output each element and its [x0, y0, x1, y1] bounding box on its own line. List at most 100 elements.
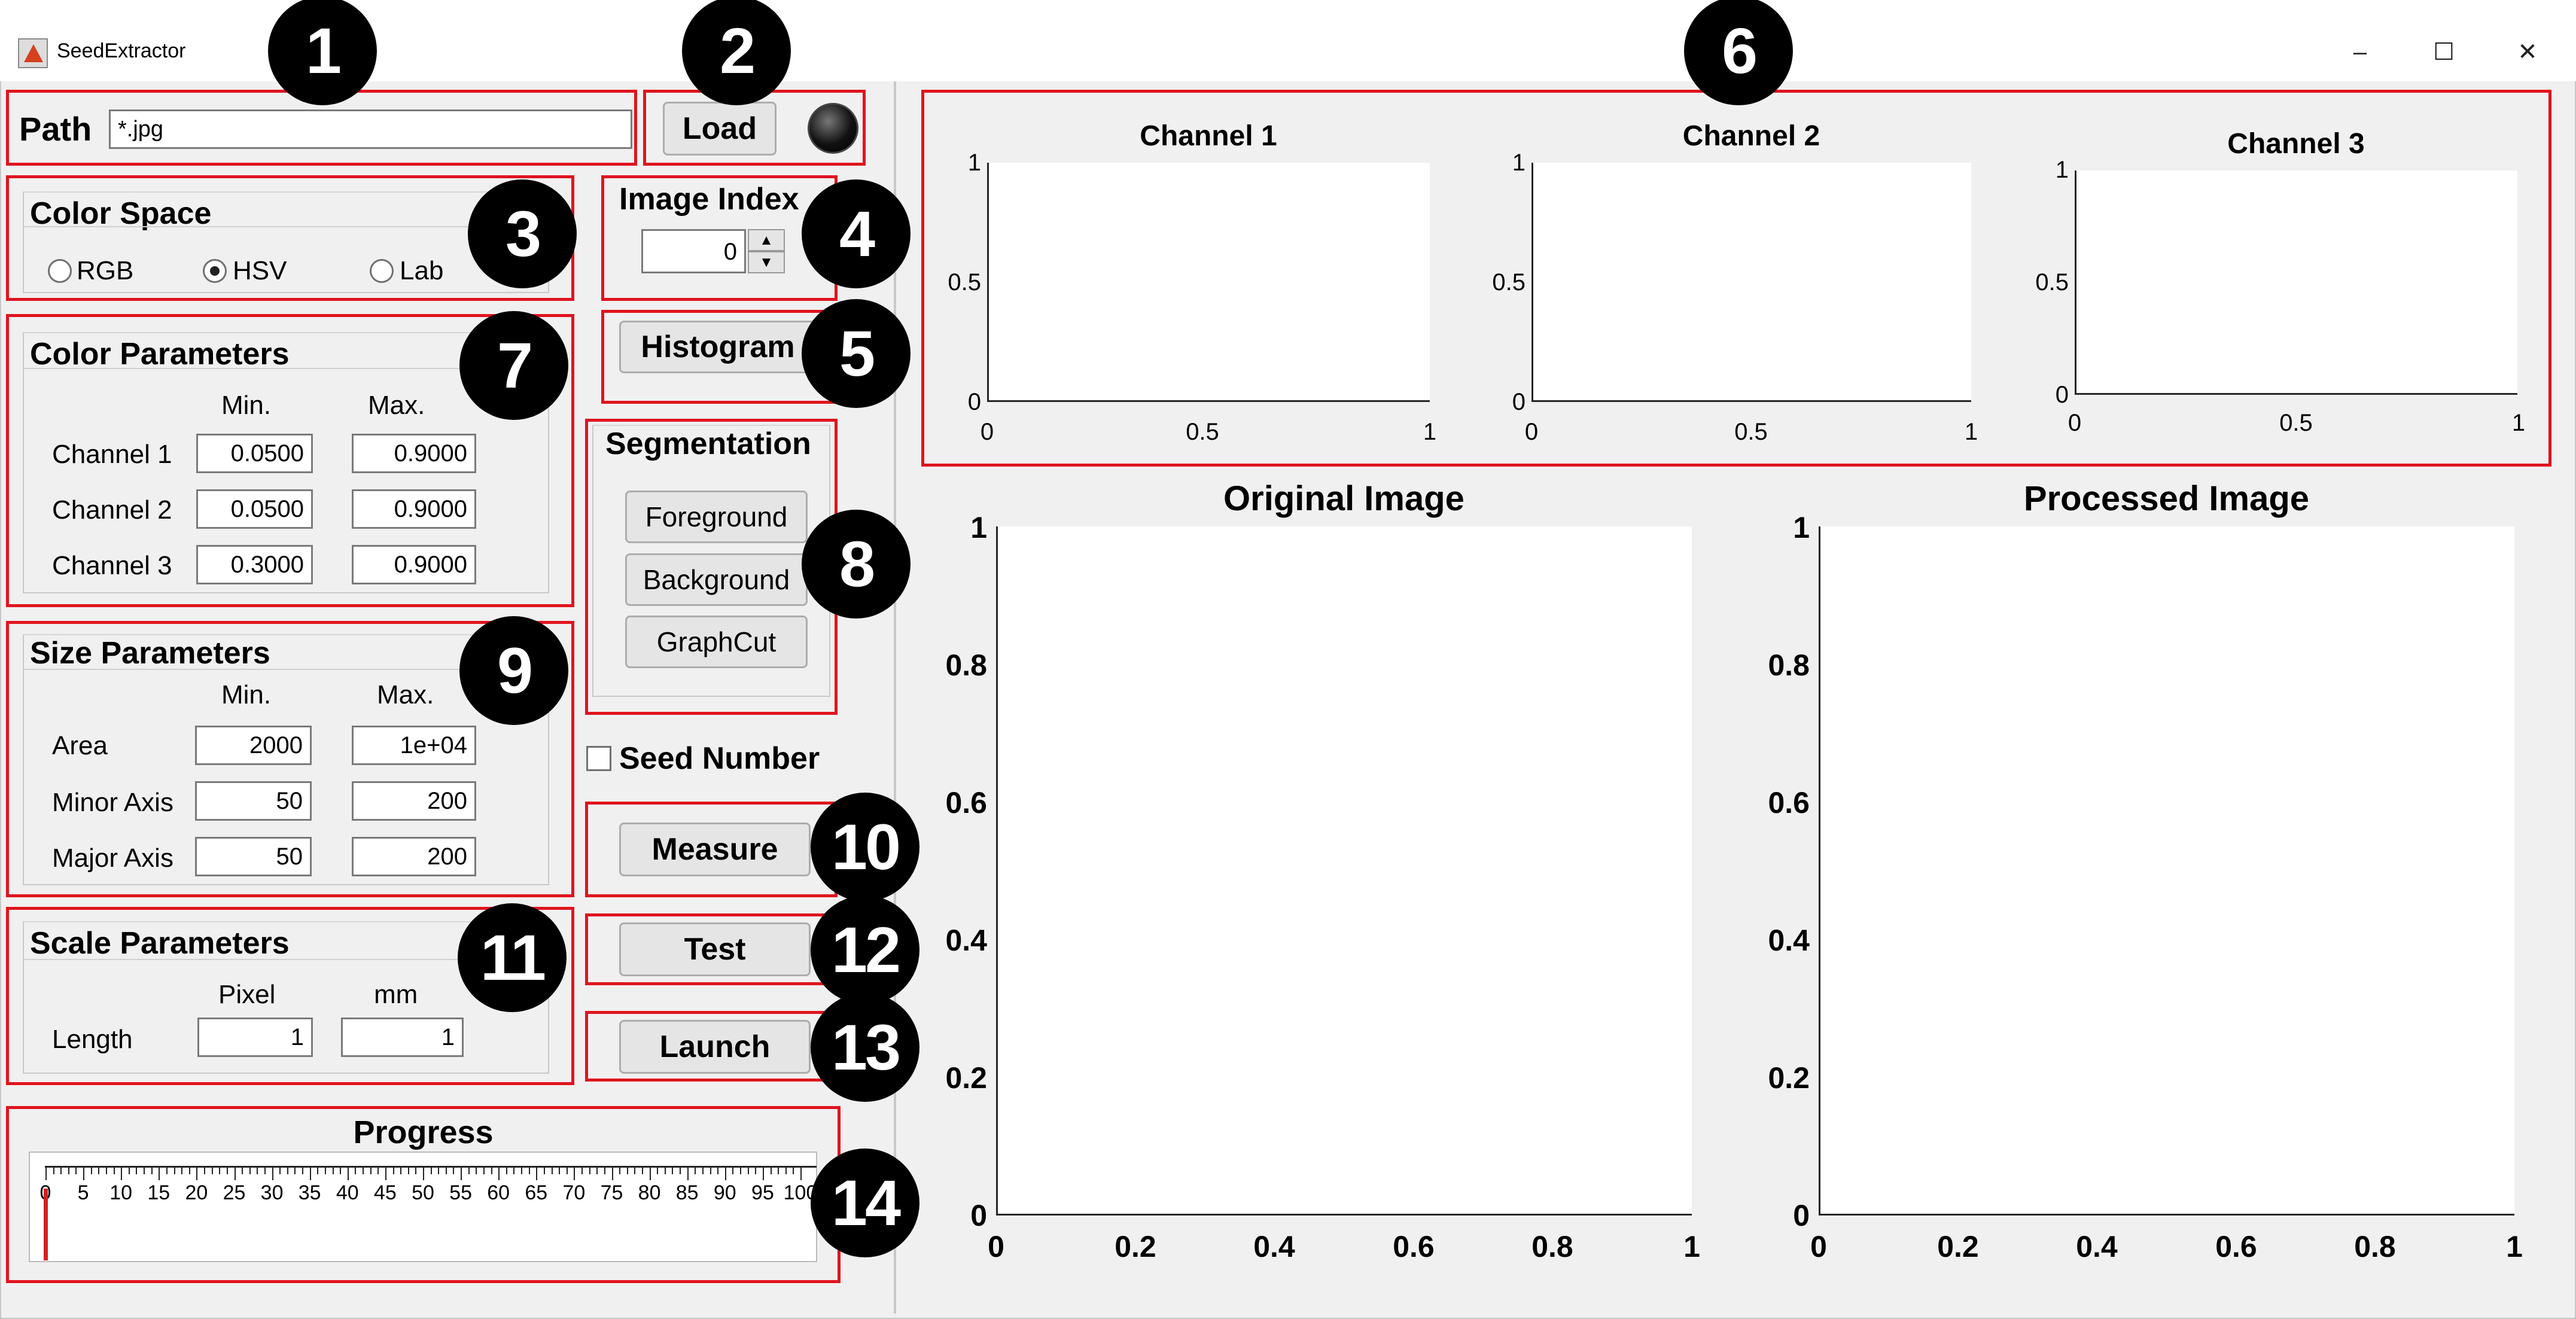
gauge-tick	[680, 1167, 681, 1174]
radio-lab[interactable]	[370, 259, 394, 283]
gauge-tick-label: 10	[109, 1181, 133, 1204]
gauge-tick-label: 85	[675, 1181, 699, 1204]
gauge-tick	[279, 1167, 281, 1174]
minor-axis-max-input[interactable]: 200	[352, 781, 476, 821]
launch-button[interactable]: Launch	[619, 1020, 811, 1074]
length-pixel-input[interactable]: 1	[197, 1018, 313, 1057]
seed-number-label: Seed Number	[619, 741, 820, 776]
gauge-tick	[151, 1167, 153, 1174]
spinner-down-icon[interactable]: ▼	[748, 251, 785, 273]
channel-1-max-input[interactable]: 0.9000	[352, 434, 476, 473]
gauge-tick	[257, 1167, 258, 1174]
gauge-tick	[641, 1167, 643, 1174]
matlab-icon	[18, 38, 48, 68]
min-header: Min.	[221, 680, 272, 709]
seed-number-checkbox[interactable]	[586, 746, 611, 771]
gauge-tick	[264, 1167, 266, 1174]
gauge-tick-label: 70	[562, 1181, 586, 1204]
gauge-tick	[747, 1167, 749, 1174]
histogram-button[interactable]: Histogram	[619, 321, 817, 373]
gauge-tick	[249, 1167, 251, 1174]
length-mm-input[interactable]: 1	[341, 1018, 464, 1057]
gauge-tick	[363, 1167, 364, 1174]
major-axis-max-input[interactable]: 200	[352, 837, 476, 876]
background-button[interactable]: Background	[625, 553, 808, 606]
size-parameters-section	[6, 621, 574, 897]
gauge-tick	[83, 1167, 85, 1180]
image-index-input[interactable]: 0	[641, 229, 746, 273]
minimize-button[interactable]: –	[2353, 39, 2367, 65]
channel-2-min-input[interactable]: 0.0500	[196, 489, 313, 529]
radio-hsv[interactable]	[203, 259, 227, 283]
panel-separator	[23, 669, 549, 670]
processed-ytick: 0.2	[1768, 1061, 1810, 1095]
path-label: Path	[19, 110, 92, 148]
gauge-tick	[657, 1167, 659, 1174]
segmentation-title: Segmentation	[605, 427, 811, 461]
gauge-tick-label: 30	[260, 1181, 284, 1204]
gauge-tick	[272, 1167, 273, 1180]
panel-separator	[23, 226, 549, 227]
radio-rgb-label: RGB	[77, 256, 134, 285]
gauge-tick	[60, 1167, 62, 1174]
gauge-tick	[113, 1167, 115, 1174]
maximize-button[interactable]: ☐	[2433, 39, 2455, 65]
original-xtick: 0	[988, 1230, 1004, 1263]
gauge-tick	[619, 1167, 621, 1174]
gauge-tick	[121, 1167, 123, 1180]
color-space-title: Color Space	[30, 196, 212, 231]
gauge-tick	[385, 1167, 386, 1180]
area-max-input[interactable]: 1e+04	[352, 726, 476, 765]
progress-title: Progress	[353, 1114, 494, 1150]
measure-button[interactable]: Measure	[619, 823, 811, 876]
annotation-badge-10: 10	[811, 793, 919, 901]
gauge-tick-label: 45	[373, 1181, 397, 1204]
graphcut-button[interactable]: GraphCut	[625, 616, 808, 668]
gauge-tick	[75, 1167, 77, 1174]
gauge-tick	[785, 1167, 787, 1174]
gauge-tick-label: 50	[412, 1181, 434, 1204]
channel-1-min-input[interactable]: 0.0500	[196, 434, 313, 473]
spinner-up-icon[interactable]: ▲	[748, 229, 785, 251]
channel-3-max-input[interactable]: 0.9000	[352, 545, 476, 584]
gauge-tick	[173, 1167, 175, 1174]
channel-2-ytick: 1	[1512, 150, 1525, 176]
channel-2-label: Channel 2	[52, 495, 172, 525]
annotation-badge-9: 9	[459, 616, 568, 725]
channel-3-xtick: 1	[2511, 410, 2526, 436]
gauge-tick	[355, 1167, 357, 1174]
gauge-tick-label: 40	[336, 1181, 359, 1204]
processed-ytick: 1	[1793, 511, 1810, 544]
gauge-tick	[415, 1167, 417, 1174]
gauge-tick	[423, 1167, 424, 1180]
gauge-tick	[559, 1167, 561, 1174]
original-ytick: 0.4	[945, 924, 987, 957]
gauge-tick-label: 95	[751, 1181, 774, 1204]
load-button[interactable]: Load	[663, 102, 777, 156]
close-button[interactable]: ✕	[2517, 39, 2538, 65]
gauge-tick	[392, 1167, 394, 1174]
channel-3-min-input[interactable]: 0.3000	[196, 545, 313, 584]
minor-axis-min-input[interactable]: 50	[195, 781, 312, 821]
major-axis-min-input[interactable]: 50	[195, 837, 312, 876]
area-min-input[interactable]: 2000	[195, 726, 312, 765]
gauge-tick	[755, 1167, 757, 1174]
gauge-tick	[513, 1167, 515, 1174]
channel-2-max-input[interactable]: 0.9000	[352, 489, 476, 529]
gauge-tick	[234, 1167, 236, 1180]
foreground-button[interactable]: Foreground	[625, 491, 808, 543]
channel-1-axes	[987, 163, 1430, 402]
scale-parameters-section	[6, 907, 574, 1085]
radio-rgb[interactable]	[48, 259, 72, 283]
gauge-tick	[461, 1167, 462, 1180]
gauge-tick	[574, 1167, 576, 1180]
gauge-tick	[740, 1167, 742, 1174]
gauge-tick	[438, 1167, 440, 1174]
annotation-badge-11: 11	[458, 903, 567, 1012]
gauge-tick	[317, 1167, 319, 1174]
gauge-tick	[287, 1167, 288, 1174]
path-input[interactable]: *.jpg	[109, 109, 632, 149]
max-header: Max.	[368, 391, 425, 420]
test-button[interactable]: Test	[619, 922, 811, 976]
gauge-tick	[407, 1167, 409, 1174]
